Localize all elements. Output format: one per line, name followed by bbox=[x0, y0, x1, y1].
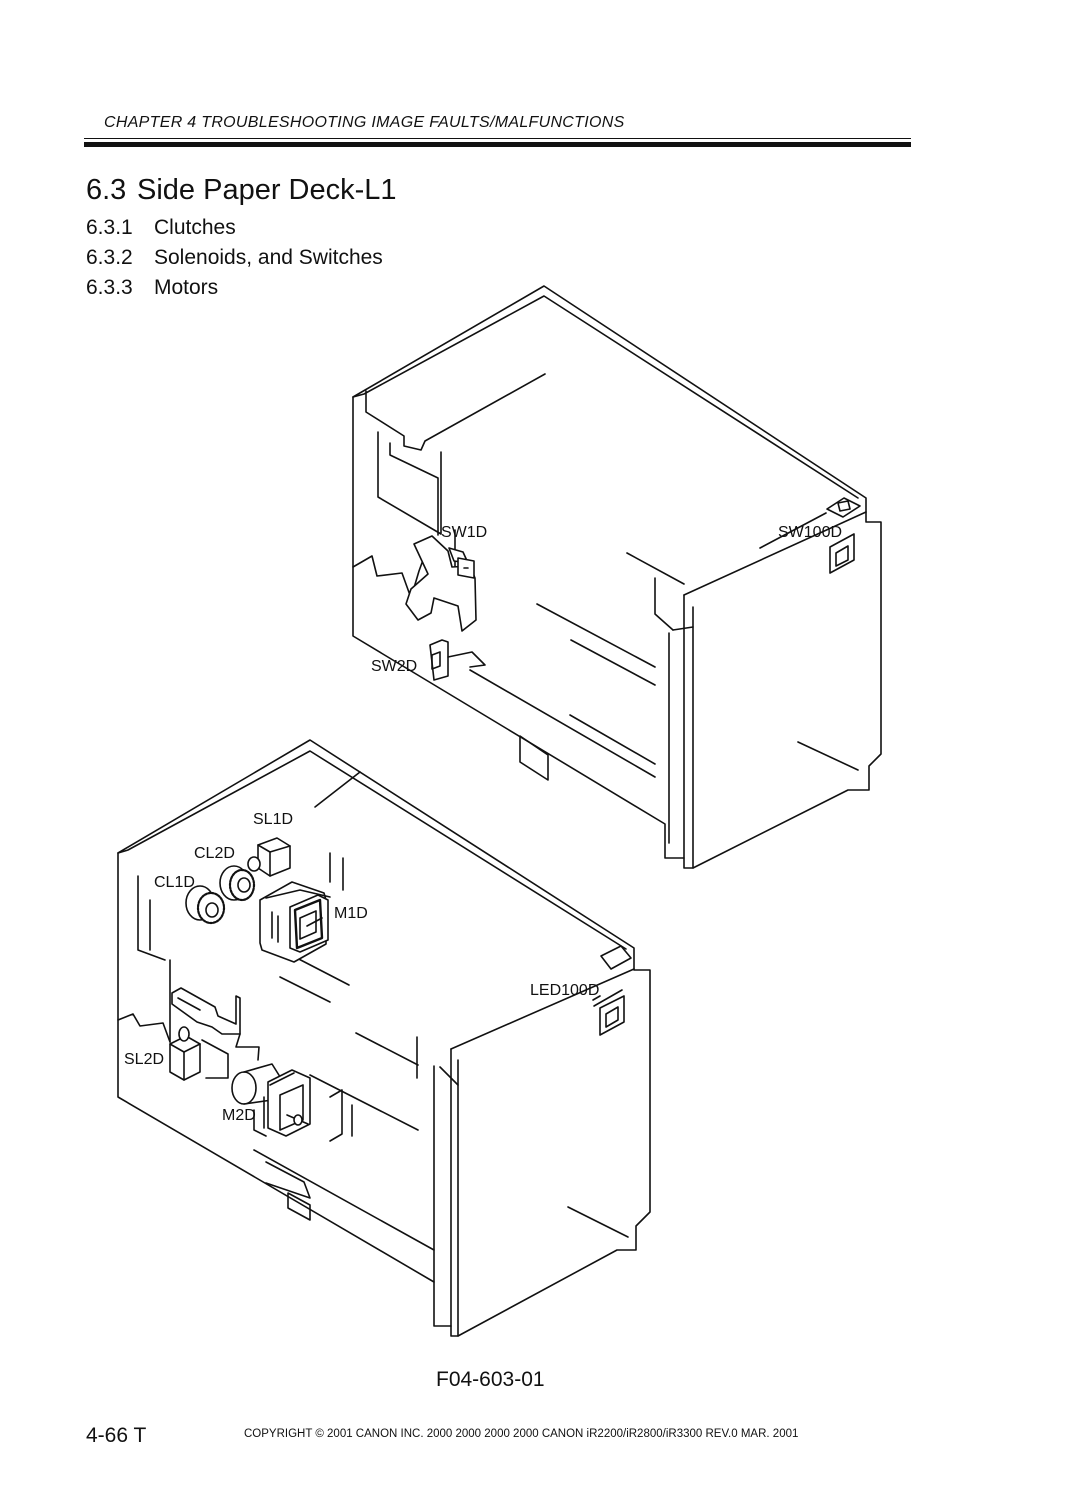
m1d-motor bbox=[259, 881, 331, 963]
figure-id: F04-603-01 bbox=[436, 1368, 545, 1391]
subsection-title: Motors bbox=[154, 276, 219, 299]
m2d-motor bbox=[231, 1063, 353, 1142]
sw100d-switch bbox=[826, 497, 861, 518]
label-led100d: LED100D bbox=[530, 982, 599, 999]
sl1d-solenoid bbox=[247, 837, 291, 877]
subsection-motors: 6.3.3 Motors bbox=[86, 276, 218, 300]
label-cl1d: CL1D bbox=[154, 874, 195, 891]
subsection-title: Clutches bbox=[154, 216, 236, 239]
page-number: 4-66 T bbox=[86, 1424, 147, 1447]
section-number: 6.3 bbox=[86, 174, 127, 206]
sl2d-solenoid bbox=[169, 1026, 229, 1081]
subsection-title: Solenoids, and Switches bbox=[154, 246, 383, 269]
section-title-text: Side Paper Deck-L1 bbox=[137, 174, 397, 206]
chapter-header: CHAPTER 4 TROUBLESHOOTING IMAGE FAULTS/M… bbox=[104, 114, 625, 131]
sw2d-switch bbox=[429, 639, 486, 681]
label-m1d: M1D bbox=[334, 905, 368, 922]
label-sl2d: SL2D bbox=[124, 1051, 164, 1068]
header-rule-thin bbox=[84, 138, 911, 139]
cl1d-clutch bbox=[185, 885, 226, 925]
sw1d-switch bbox=[405, 535, 477, 632]
copyright-notice: COPYRIGHT © 2001 CANON INC. 2000 2000 20… bbox=[244, 1428, 799, 1440]
subsection-number: 6.3.2 bbox=[86, 246, 133, 269]
header-rule-thick bbox=[84, 142, 911, 147]
subsection-number: 6.3.3 bbox=[86, 276, 133, 299]
label-sw1d: SW1D bbox=[441, 524, 487, 541]
label-cl2d: CL2D bbox=[194, 845, 235, 862]
label-sl1d: SL1D bbox=[253, 811, 293, 828]
subsection-clutches: 6.3.1 Clutches bbox=[86, 216, 236, 240]
label-sw100d: SW100D bbox=[778, 524, 842, 541]
label-sw2d: SW2D bbox=[371, 658, 417, 675]
upper-deck-unit bbox=[352, 285, 882, 869]
subsection-number: 6.3.1 bbox=[86, 216, 133, 239]
cl2d-clutch bbox=[219, 865, 256, 902]
label-m2d: M2D bbox=[222, 1107, 256, 1124]
lower-deck-unit bbox=[117, 739, 651, 1337]
section-title: 6.3 Side Paper Deck-L1 bbox=[86, 174, 397, 207]
lower-left-bracket bbox=[171, 987, 241, 1035]
subsection-solenoids-switches: 6.3.2 Solenoids, and Switches bbox=[86, 246, 383, 270]
